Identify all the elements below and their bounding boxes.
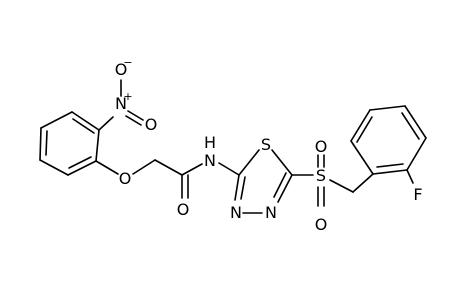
acetamide-linker: O O N H [95, 133, 240, 219]
ring-bond [369, 105, 406, 111]
ring-s-label: S [261, 135, 271, 154]
sulfonyl-group: S O O [291, 137, 354, 234]
ring-bond-inner [240, 176, 246, 200]
ring-to-nitro-bond [98, 116, 114, 131]
ring-bond-inner [45, 130, 48, 156]
sulfonyl-to-ch2-bond [329, 179, 354, 193]
ring-bond [39, 159, 69, 176]
ring-n1-label: N [230, 203, 242, 222]
ring-bond-inner [401, 112, 420, 140]
nitro-o-top-charge: − [123, 56, 132, 69]
ether-o-label: O [119, 169, 132, 188]
nh-to-ring-bond [218, 162, 240, 176]
ring-bond-inner [376, 163, 404, 168]
ring-bond [40, 111, 73, 129]
nitro-o-right-label: O [145, 115, 158, 134]
ring-bond [238, 149, 260, 176]
ring-bond [67, 160, 97, 176]
ring-bond [404, 105, 427, 139]
ring-bond [39, 127, 42, 161]
nitro-n-charge: + [123, 90, 132, 103]
ring-bond [350, 140, 374, 175]
sulfonyl-o-bottom-label: O [315, 215, 328, 234]
ring-bond-inner [72, 118, 95, 134]
ring-n2-label: N [265, 203, 277, 222]
ring-bond [71, 111, 100, 131]
thiadiazole-ring: S N N [230, 135, 293, 222]
nitro-n-label: N [115, 94, 127, 113]
ring-bond [95, 129, 100, 162]
fluorine-label: F [413, 185, 422, 204]
fluorobenzyl-ring: F [350, 105, 427, 204]
nitrophenyl-ring [39, 111, 100, 176]
ring-to-ether-o-bond [95, 160, 119, 175]
amide-h-label: H [204, 133, 216, 152]
nitro-o-right-bond [125, 115, 142, 126]
nitro-o-top-label: O [115, 60, 128, 79]
ring-bond-inner [273, 172, 287, 198]
ring-bond [277, 174, 293, 203]
amide-n-label: N [204, 151, 216, 170]
ether-o-to-ch2-bond [132, 159, 156, 175]
nitro-o-right-bond [127, 110, 144, 121]
ring-bond-inner [68, 156, 92, 169]
ring-bond-inner [356, 116, 373, 143]
ring-bond [234, 174, 240, 201]
carbonyl-o-label: O [177, 200, 190, 219]
ring-bond [406, 137, 427, 171]
ch2-to-carbonyl-bond [154, 159, 183, 176]
sulfonyl-o-top-label: O [315, 137, 328, 156]
ring-bond [350, 109, 371, 142]
ring-bond [372, 169, 408, 175]
nitro-group: N + O − O [98, 56, 158, 134]
sulfonyl-s-label: S [316, 166, 326, 185]
ch2-to-ring-bond [352, 173, 374, 193]
ring-to-f-bond [406, 169, 414, 184]
ring-bond [271, 149, 293, 176]
carbonyl-to-nh-bond [181, 163, 203, 176]
